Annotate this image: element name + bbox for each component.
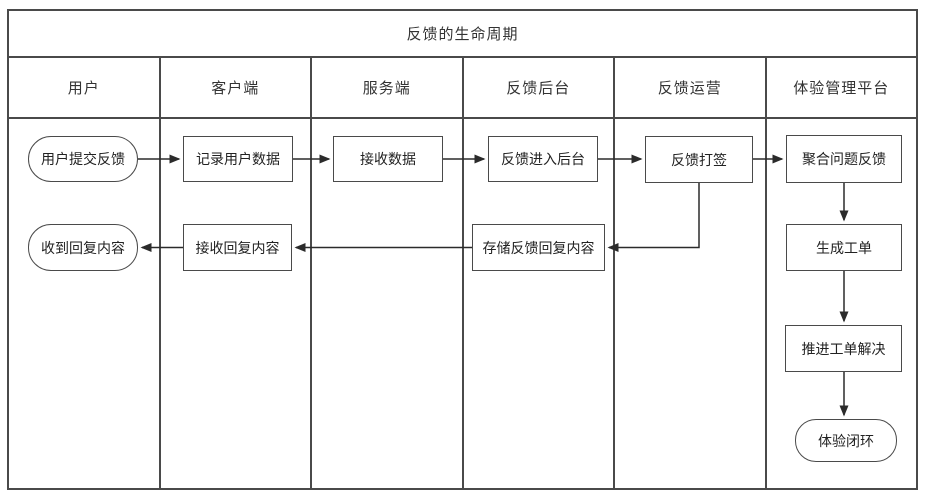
lane-body-client — [161, 119, 312, 488]
node-user-receive-reply: 收到回复内容 — [28, 224, 138, 271]
lane-header-client: 客户端 — [161, 58, 312, 117]
node-record-user-data: 记录用户数据 — [183, 136, 293, 182]
lane-header-user: 用户 — [9, 58, 161, 117]
node-feedback-enter-backend: 反馈进入后台 — [488, 136, 598, 182]
lane-body-user — [9, 119, 161, 488]
node-experience-closed-loop: 体验闭环 — [795, 419, 897, 462]
lane-header-experience-platform: 体验管理平台 — [793, 80, 890, 97]
node-receive-data: 接收数据 — [333, 136, 443, 182]
lane-body-row — [9, 119, 916, 488]
diagram-title: 反馈的生命周期 — [9, 11, 916, 58]
node-create-ticket: 生成工单 — [786, 224, 902, 271]
lane-body-feedback-backend — [464, 119, 615, 488]
node-store-reply-content: 存储反馈回复内容 — [472, 224, 605, 271]
swimlane-frame: 反馈的生命周期 用户 客户端 服务端 反馈后台 反馈运营 体验管理平台 — [7, 9, 918, 490]
node-resolve-ticket: 推进工单解决 — [785, 325, 902, 372]
lane-header-feedback-ops: 反馈运营 — [615, 58, 767, 117]
node-client-receive-reply: 接收回复内容 — [183, 224, 292, 271]
node-tag-feedback: 反馈打签 — [645, 136, 753, 183]
lane-header-feedback-backend: 反馈后台 — [464, 58, 615, 117]
lane-body-server — [312, 119, 464, 488]
node-aggregate-feedback: 聚合问题反馈 — [786, 135, 902, 183]
lane-header-server: 服务端 — [312, 58, 464, 117]
lane-header-row: 用户 客户端 服务端 反馈后台 反馈运营 体验管理平台 — [9, 58, 916, 119]
node-user-submit-feedback: 用户提交反馈 — [28, 136, 138, 182]
lane-body-feedback-ops — [615, 119, 767, 488]
